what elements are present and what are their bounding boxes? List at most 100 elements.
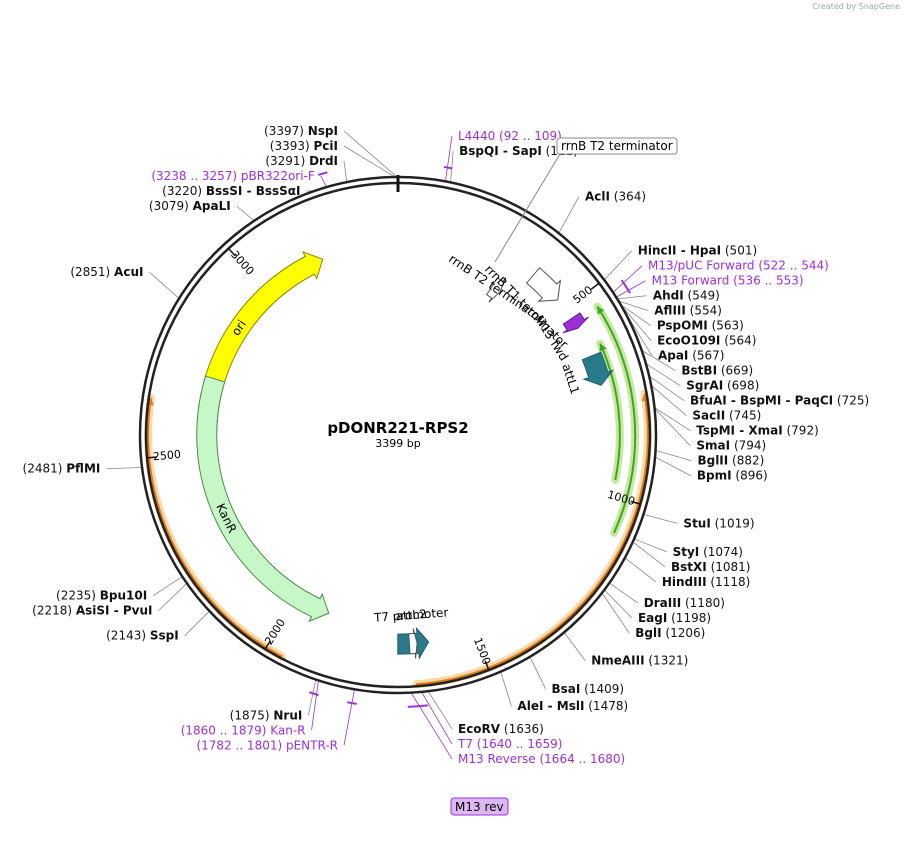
label-3291-site: (3291) DrdI	[265, 154, 338, 168]
label-3220-site: (3220) BssSI - BssSαI	[162, 184, 300, 198]
tick-label-3: 2000	[262, 617, 288, 648]
leader-label-3397-site	[343, 130, 398, 178]
label-3393-site: (3393) PciI	[270, 139, 338, 153]
leader-label-1206-site	[601, 592, 630, 634]
leader-label-1791-primer	[343, 689, 355, 746]
primer-binding-mark-0	[443, 165, 453, 170]
leader-label-1650-primer	[421, 691, 453, 745]
leader-label-896-site	[654, 456, 692, 477]
leader-label-1672-primer	[410, 692, 453, 760]
label-1791-primer: (1782 .. 1801) pENTR-R	[196, 738, 338, 752]
leader-label-111-site	[450, 151, 454, 183]
feature-arrow-KanR	[196, 375, 330, 623]
label-1019-site: StuI (1019)	[683, 516, 754, 530]
leader-label-1180-site	[609, 582, 639, 604]
leader-label-501-site	[603, 250, 633, 281]
leader-label-1019-site	[643, 514, 678, 524]
orf-arc-0	[596, 305, 637, 534]
leader-label-1478-site	[500, 671, 512, 707]
leader-label-1875-site	[307, 679, 317, 716]
orf-arc-3	[147, 397, 283, 658]
feature-arrow-rrnB-T2-terminator	[485, 277, 507, 303]
label-1321-site: NmeAIII (1321)	[591, 654, 688, 668]
plasmid-size: 3399 bp	[375, 437, 420, 450]
M13-rev-callout: M13 rev	[450, 797, 509, 816]
tick-mark-5	[227, 247, 236, 257]
leader-label-1409-site	[529, 656, 546, 689]
leader-label-1321-site	[563, 632, 586, 661]
primer-binding-mark-3	[347, 701, 357, 705]
label-1869-primer: (1860 .. 1879) Kan-R	[181, 723, 306, 737]
feature-arrow-T7-promoter	[408, 628, 418, 659]
label-669-site: BstBI (669)	[681, 364, 753, 378]
label-1636-site: EcoRV (1636)	[458, 722, 544, 736]
leader-label-794-site	[654, 408, 691, 446]
leader-label-2143-site	[184, 610, 210, 636]
rrnB-T2-callout: rrnB T2 terminator	[494, 137, 678, 263]
label-745-site: SacII (745)	[692, 409, 761, 423]
label-1409-site: BsaI (1409)	[551, 682, 624, 696]
primer-binding-mark-1	[620, 279, 631, 294]
label-564-site: EcoO109I (564)	[657, 334, 756, 348]
label-725-site: BfuAI - BspMI - PaqCI (725)	[690, 394, 869, 408]
orf-arc-glow-2	[412, 389, 652, 689]
label-554-site: AflIII (554)	[654, 304, 722, 318]
label-1478-site: AleI - MslI (1478)	[517, 699, 628, 713]
label-545-primer: M13 Forward (536 .. 553)	[652, 274, 804, 288]
tick-label-4: 2500	[152, 448, 181, 463]
label-533-primer: M13/pUC Forward (522 .. 544)	[648, 259, 829, 273]
label-1074-site: StyI (1074)	[673, 545, 743, 559]
leader-label-364-site	[558, 196, 580, 234]
leader-label-1636-site	[427, 691, 453, 730]
label-896-site: BpmI (896)	[697, 469, 768, 483]
feature-label-attL2: attL2	[395, 607, 427, 623]
leader-label-2481-site	[106, 467, 143, 470]
leader-label-2235-site	[152, 576, 183, 596]
tick-label-2: 1500	[471, 636, 493, 667]
feature-arrow-attL1	[581, 351, 615, 386]
leader-label-545-primer	[615, 280, 646, 298]
label-1875-site: (1875) NruI	[230, 708, 303, 722]
leader-label-3291-site	[343, 160, 348, 183]
leader-label-745-site	[650, 385, 687, 417]
tick-mark-4	[146, 456, 158, 459]
label-3397-site: (3397) NspI	[264, 124, 338, 138]
leader-label-533-primer	[612, 265, 643, 293]
label-1650-primer: T7 (1640 .. 1659)	[457, 737, 562, 751]
M13-rev-callout-text: M13 rev	[455, 800, 504, 814]
leader-label-549-site	[617, 295, 647, 300]
label-1118-site: HindIII (1118)	[662, 575, 750, 589]
label-882-site: BglII (882)	[697, 454, 764, 468]
label-792-site: TspMI - XmaI (792)	[696, 424, 818, 438]
label-2143-site: (2143) SspI	[106, 629, 179, 643]
tick-mark-3	[264, 640, 272, 650]
leader-label-792-site	[654, 407, 691, 432]
leader-label-2851-site	[149, 271, 180, 299]
label-1206-site: BglI (1206)	[635, 626, 705, 640]
label-501-site: HincII - HpaI (501)	[638, 244, 757, 258]
tick-label-5: 3000	[228, 248, 256, 277]
leader-label-2218-site	[158, 583, 188, 611]
leader-label-1869-primer	[311, 680, 319, 731]
orf-arc-arrowhead-1	[599, 343, 607, 352]
orf-arc-arrowhead-0	[597, 306, 605, 315]
label-100-primer: L4440 (92 .. 109)	[458, 129, 562, 143]
leader-label-725-site	[648, 375, 685, 402]
label-3247-primer: (3238 .. 3257) pBR322ori-F	[151, 169, 315, 183]
leader-label-698-site	[645, 363, 681, 387]
snapgene-credit: Created by SnapGene	[812, 2, 900, 11]
leader-label-554-site	[618, 300, 649, 312]
leader-label-1081-site	[632, 541, 666, 568]
feature-label-attL1: attL1	[559, 362, 582, 396]
tick-label-0: 500	[571, 283, 596, 306]
label-794-site: SmaI (794)	[696, 439, 766, 453]
leader-label-1118-site	[624, 557, 657, 583]
label-1180-site: DraIII (1180)	[644, 596, 725, 610]
leader-label-100-primer	[445, 136, 453, 182]
leader-label-1198-site	[604, 589, 633, 619]
label-567-site: ApaI (567)	[658, 349, 725, 363]
label-2851-site: (2851) AcuI	[70, 265, 143, 279]
orf-arc-1	[599, 343, 621, 481]
plasmid-name: pDONR221-RPS2	[327, 419, 468, 437]
